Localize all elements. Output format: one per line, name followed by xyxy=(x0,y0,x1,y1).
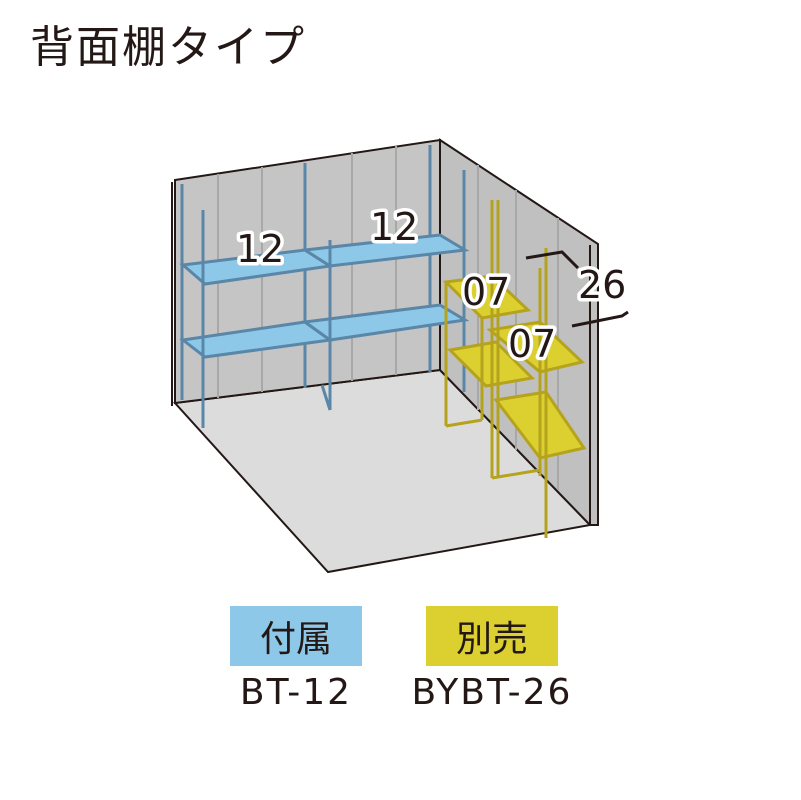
shelf-label-side-top: 07 xyxy=(462,270,510,314)
shelf-label-side-bottom: 07 xyxy=(508,322,556,366)
back-shelf-unit xyxy=(179,210,470,428)
legend-optional-badge: 別売 xyxy=(426,606,558,666)
side-shelf-unit xyxy=(442,200,587,538)
back-shelf-top-right xyxy=(300,233,470,268)
shelf-label-left-back: 12 xyxy=(236,227,284,271)
shelf-label-side-ref: 26 xyxy=(578,263,626,307)
legend-included-label: 付属 xyxy=(259,619,332,660)
callout-lines xyxy=(525,250,629,328)
side-shelf-3 xyxy=(486,320,586,374)
side-shelf-1 xyxy=(442,274,532,320)
legend-optional-code: BYBT-26 xyxy=(411,672,573,713)
back-shelf-bottom-right xyxy=(301,303,470,342)
legend-included-code: BT-12 xyxy=(239,672,353,713)
page-title: 背面棚タイプ xyxy=(30,22,306,73)
legend-optional-label: 別売 xyxy=(455,619,528,660)
shelf-label-right-back: 12 xyxy=(370,205,418,249)
legend-included-badge: 付属 xyxy=(230,606,362,666)
